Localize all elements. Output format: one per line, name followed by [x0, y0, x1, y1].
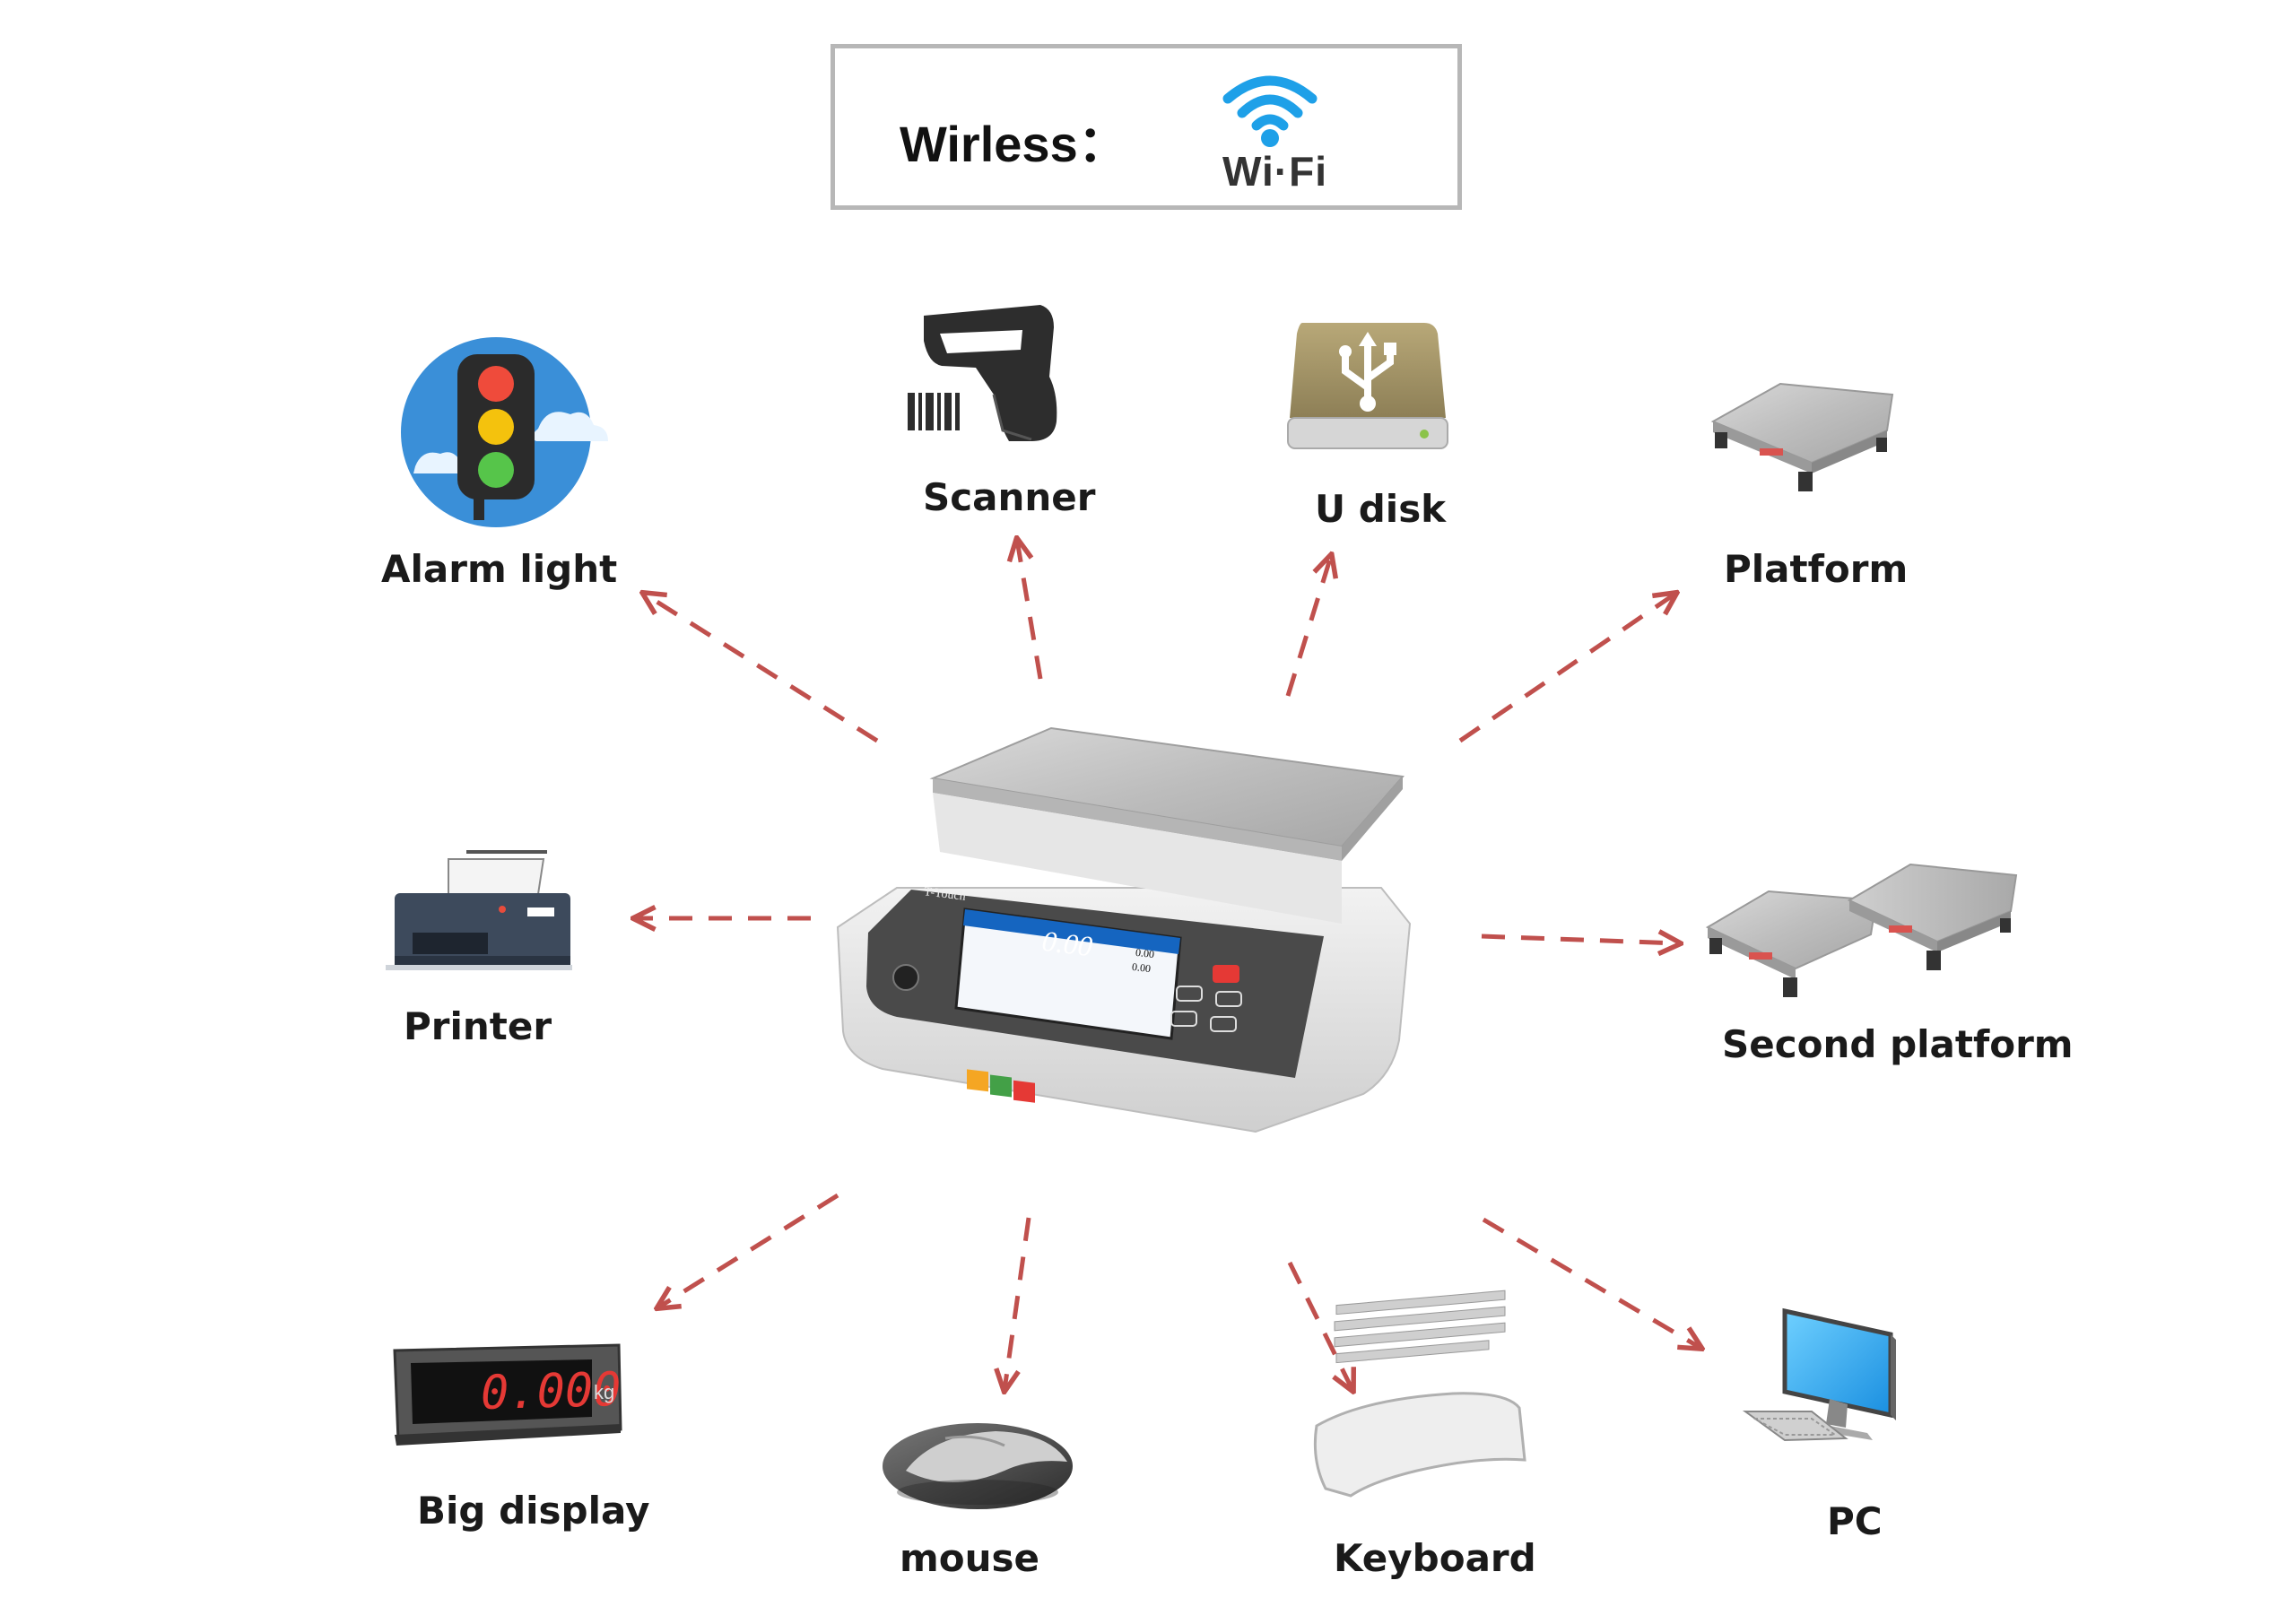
scale-weight-small-2: 0.00 — [1131, 960, 1152, 976]
label-pc: PC — [1827, 1499, 1883, 1543]
arrow-big-display — [658, 1193, 839, 1307]
label-scanner: Scanner — [923, 475, 1096, 519]
label-alarm-light: Alarm light — [381, 547, 618, 591]
traffic-light-icon — [401, 337, 608, 527]
weighing-scale — [836, 726, 1412, 1133]
arrow-scanner — [1017, 540, 1043, 680]
computer-mouse-icon — [883, 1423, 1073, 1509]
wireless-label: Wirless： — [900, 116, 1128, 172]
wifi-text: Wi·Fi — [1222, 148, 1327, 195]
label-u-disk: U disk — [1315, 487, 1447, 531]
scale-weight-small-1: 0.00 — [1135, 945, 1155, 961]
label-keyboard: Keyboard — [1334, 1536, 1536, 1580]
arrow-mouse — [1004, 1217, 1031, 1390]
label-big-display: Big display — [417, 1489, 650, 1533]
arrow-u-disk — [1285, 556, 1331, 697]
wireless-box: Wirless： Wi·Fi — [831, 44, 1462, 210]
label-second-platform: Second platform — [1722, 1022, 2074, 1066]
barcode-scanner-icon — [908, 305, 1057, 441]
label-platform: Platform — [1724, 547, 1909, 591]
computer-monitor-icon — [1742, 1307, 1896, 1442]
arrow-alarm-light — [644, 594, 879, 743]
power-button — [1213, 965, 1239, 983]
arrow-second-platform — [1481, 936, 1679, 943]
printer-icon — [386, 850, 572, 970]
keyboard-icon — [1313, 1290, 1526, 1498]
label-mouse: mouse — [900, 1536, 1040, 1580]
arrow-platform — [1458, 594, 1675, 743]
scale-weight-main: 0.00 — [1040, 924, 1095, 963]
wifi-icon — [1222, 75, 1318, 147]
big-display-icon — [393, 1343, 622, 1446]
scale-screen — [954, 908, 1182, 1103]
big-display-unit: kg — [594, 1381, 615, 1403]
arrow-pc — [1482, 1217, 1700, 1348]
platform-scale-icon — [1710, 382, 1894, 491]
usb-drive-icon — [1287, 323, 1448, 449]
second-platform-scale-icon — [1705, 863, 2018, 997]
label-printer: Printer — [404, 1004, 552, 1048]
connection-arrows — [635, 540, 1700, 1390]
